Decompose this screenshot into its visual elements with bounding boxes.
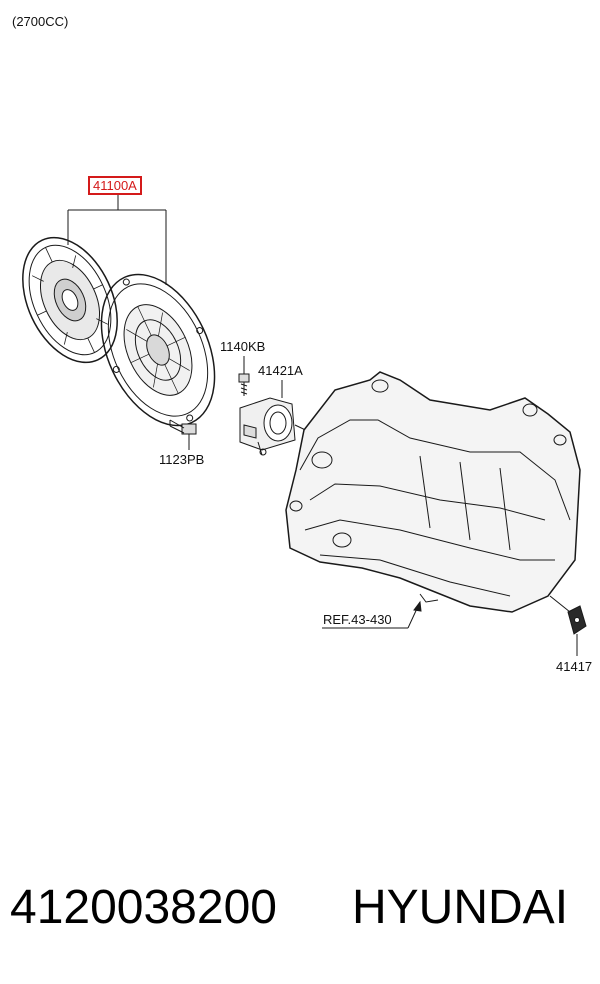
engine-note: (2700CC) — [12, 14, 69, 29]
label-41100a[interactable]: 41100A — [88, 176, 142, 195]
footer-brand: HYUNDAI — [352, 881, 569, 934]
label-ref[interactable]: REF.43-430 — [323, 612, 392, 627]
assembly-bracket — [67, 193, 167, 285]
part-41417 — [549, 595, 587, 656]
label-41417[interactable]: 41417 — [556, 659, 593, 674]
bolt-1140kb — [238, 356, 250, 396]
label-1140kb[interactable]: 1140KB — [220, 339, 266, 354]
bolt-1123pb — [169, 419, 197, 450]
transmission-housing — [285, 371, 581, 613]
ref-leader — [322, 600, 422, 629]
pressure-plate — [100, 273, 216, 427]
label-41421a[interactable]: 41421A — [258, 363, 303, 378]
clutch-disc — [22, 236, 118, 364]
release-bearing — [239, 380, 317, 456]
label-1123pb[interactable]: 1123PB — [159, 452, 205, 467]
footer-part-number: 4120038200 — [10, 881, 277, 934]
